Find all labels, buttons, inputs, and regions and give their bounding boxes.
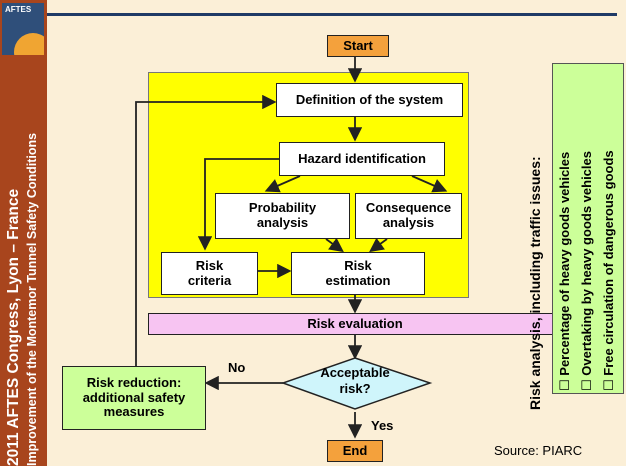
traffic-issues-title: Risk analysis, including traffic issues:	[527, 156, 543, 410]
decision-diamond	[280, 357, 433, 410]
risk-reduction-box: Risk reduction: additional safety measur…	[62, 366, 206, 430]
consequence-analysis-box: Consequence analysis	[355, 193, 462, 239]
definition-of-system-box: Definition of the system	[276, 83, 463, 117]
start-node: Start	[327, 35, 389, 57]
no-label: No	[228, 360, 246, 375]
checkbox-icon: ☐	[579, 379, 594, 391]
checkbox-icon: ☐	[601, 379, 616, 391]
traffic-issue-item: ☐ Free circulation of dangerous goods	[601, 150, 616, 391]
traffic-issue-item: ☐ Percentage of heavy goods vehicles	[557, 151, 572, 391]
traffic-issues-panel: ☐ Percentage of heavy goods vehicles ☐ O…	[552, 63, 624, 394]
sidebar: AFTES 2011 AFTES Congress, Lyon – France…	[0, 0, 47, 466]
risk-criteria-box: Risk criteria	[161, 252, 258, 295]
header-rule	[47, 13, 617, 16]
yes-label: Yes	[371, 418, 394, 433]
risk-estimation-box: Risk estimation	[291, 252, 425, 295]
logo-text: AFTES	[5, 5, 32, 14]
decision-label: Acceptable risk?	[320, 365, 390, 396]
source-credit: Source: PIARC	[494, 443, 583, 458]
traffic-issue-item: ☐ Overtaking by heavy goods vehicles	[579, 151, 594, 391]
hazard-identification-box: Hazard identification	[279, 142, 445, 176]
sun-icon	[14, 33, 44, 55]
end-node: End	[327, 440, 383, 462]
checkbox-icon: ☐	[557, 379, 572, 391]
risk-evaluation-box: Risk evaluation	[148, 313, 562, 335]
probability-analysis-box: Probability analysis	[215, 193, 350, 239]
aftes-logo: AFTES	[2, 3, 44, 55]
